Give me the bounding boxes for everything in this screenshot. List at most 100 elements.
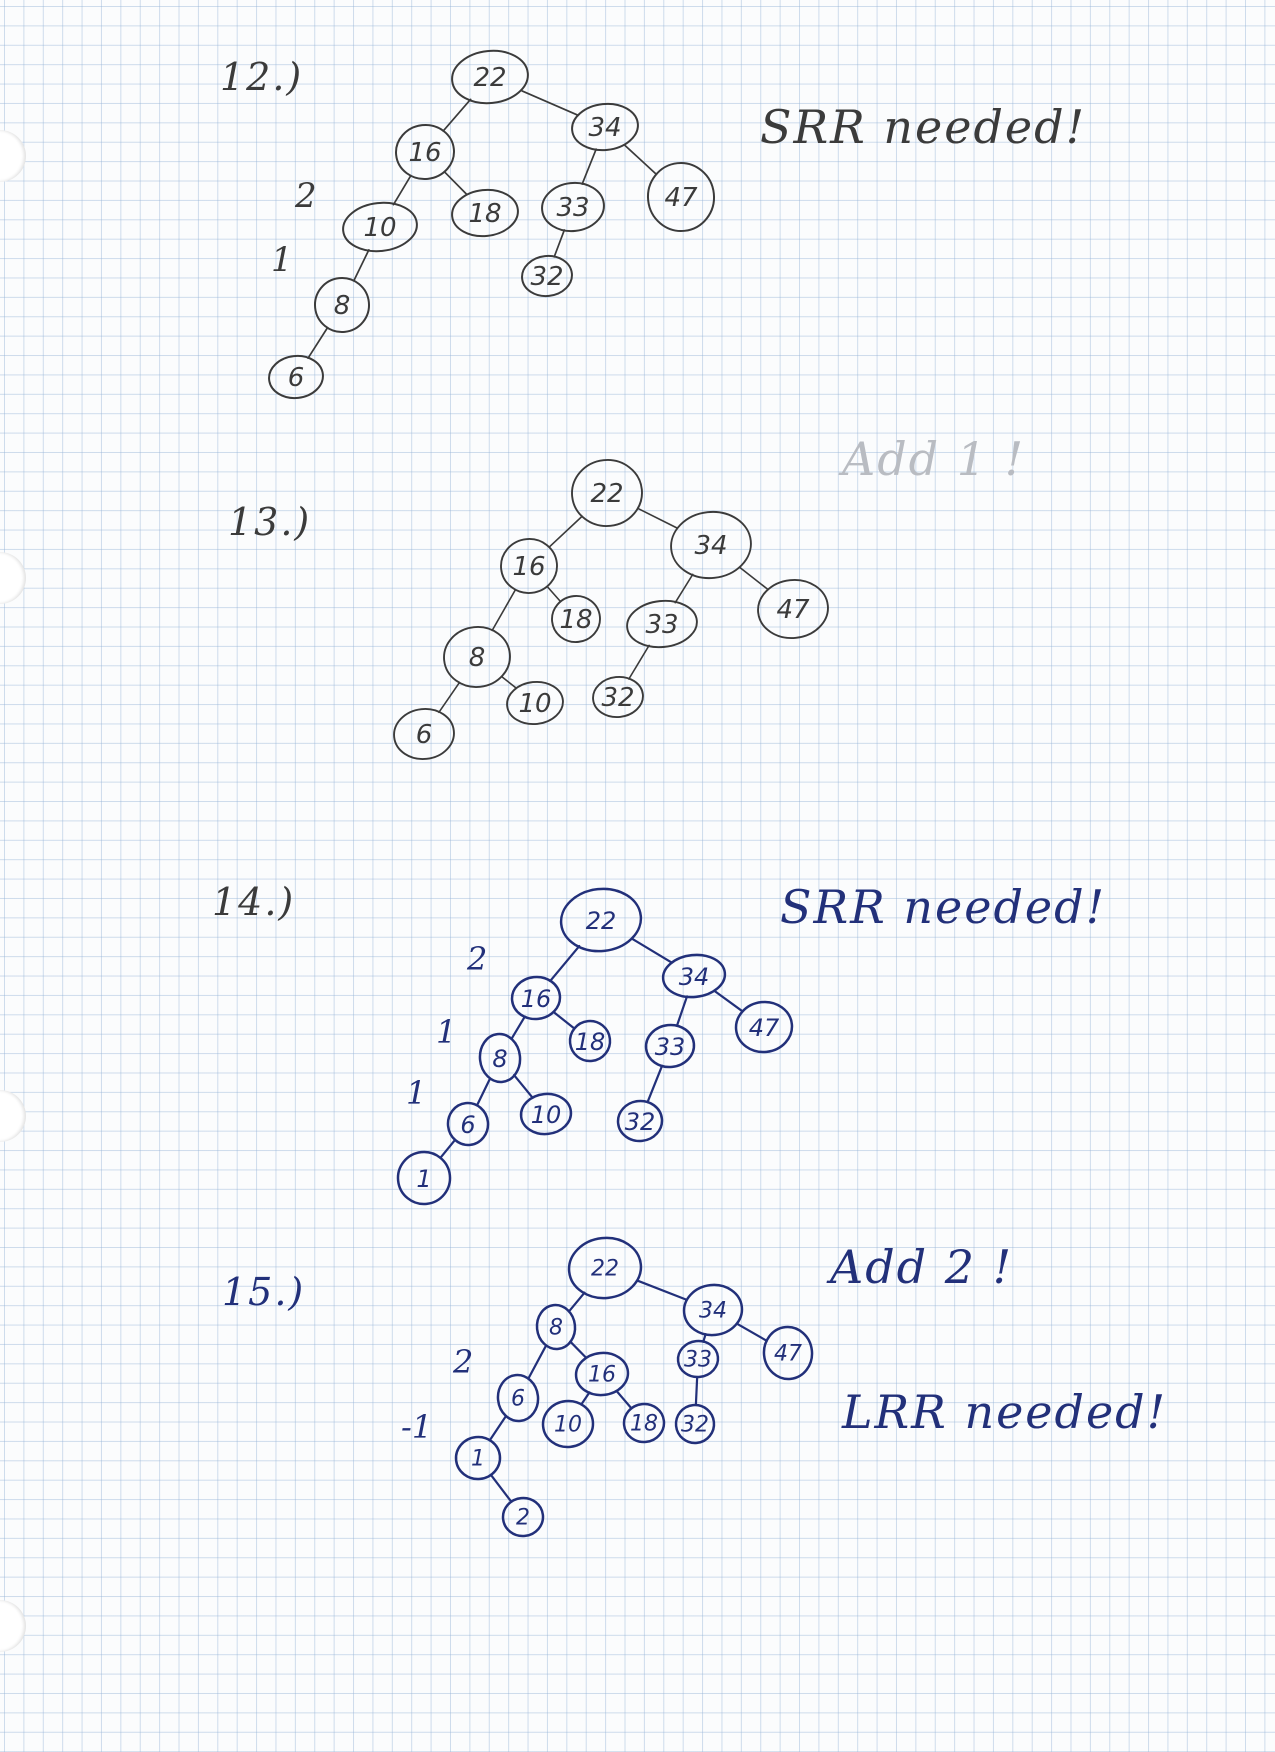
node-key: 32 [681, 1413, 709, 1438]
node-circle [451, 49, 529, 105]
tree-node-22: 22 [571, 459, 643, 527]
tree-edge-34-47 [624, 144, 658, 176]
node-circle [568, 1019, 612, 1063]
balance-factor: 1 [271, 240, 293, 280]
note-lrr-needed: LRR needed! [842, 1385, 1168, 1439]
tree-node-33: 33 [541, 181, 605, 233]
step-label-15: 15.) [222, 1270, 306, 1314]
tree-edge-8-10 [501, 675, 517, 689]
tree-node-10: 10 [342, 201, 418, 253]
node-circle [646, 162, 716, 232]
tree-edge-33-32 [628, 644, 650, 680]
tree-edge-8-10 [512, 1073, 534, 1099]
tree-node-34: 34 [661, 953, 727, 999]
tree-node-1: 1 [396, 1150, 452, 1206]
node-key: 32 [530, 262, 563, 292]
tree-node-8: 8 [535, 1303, 577, 1351]
node-key: 18 [468, 199, 501, 229]
node-circle [500, 538, 558, 594]
node-circle [314, 277, 370, 333]
node-circle [506, 680, 564, 726]
node-key: 47 [749, 1014, 780, 1042]
tree-edge-22-34 [521, 90, 578, 116]
tree-node-22: 22 [451, 49, 529, 105]
tree-edge-34-33 [581, 148, 597, 185]
node-key: 8 [492, 1045, 507, 1073]
node-circle [342, 201, 418, 253]
tree-node-32: 32 [674, 1403, 716, 1445]
node-key: 10 [531, 1101, 562, 1129]
node-circle [396, 1150, 452, 1206]
tree-node-33: 33 [676, 1339, 720, 1379]
node-circle [535, 1303, 577, 1351]
node-circle [626, 599, 698, 649]
node-key: 47 [776, 595, 810, 625]
node-circle [571, 459, 643, 527]
node-circle [446, 1101, 490, 1147]
tree-node-22: 22 [567, 1236, 643, 1300]
balance-factor: 1 [436, 1013, 456, 1051]
node-circle [519, 1092, 573, 1136]
node-key: 32 [625, 1108, 656, 1136]
tree-node-18: 18 [451, 188, 519, 238]
node-key: 1 [416, 1165, 431, 1193]
node-key: 33 [556, 193, 589, 223]
node-key: 6 [511, 1387, 525, 1412]
node-key: 16 [512, 552, 545, 582]
tree-node-1: 1 [454, 1435, 502, 1481]
node-key: 22 [473, 63, 506, 93]
note-add-2: Add 2 ! [830, 1240, 1014, 1294]
node-key: 8 [334, 291, 351, 321]
tree-edge-16-8 [510, 1015, 526, 1040]
tree-node-18: 18 [622, 1402, 666, 1444]
node-key: 10 [554, 1413, 582, 1438]
node-key: 6 [460, 1111, 475, 1139]
tree-edge-1-2 [489, 1473, 513, 1503]
tree-edge-16-18 [552, 1011, 576, 1030]
tree-edge-33-32 [646, 1064, 664, 1104]
tree-node-16: 16 [574, 1351, 630, 1397]
node-circle [395, 123, 455, 181]
node-circle [674, 1403, 716, 1445]
node-circle [501, 1496, 545, 1538]
tree-edge-16-18 [546, 585, 562, 603]
node-circle [682, 1283, 744, 1337]
node-key: 33 [655, 1033, 686, 1061]
tree-node-32: 32 [616, 1099, 664, 1143]
node-key: 16 [408, 138, 441, 168]
node-circle [676, 1339, 720, 1379]
node-key: 34 [679, 963, 710, 991]
node-key: 18 [559, 605, 592, 635]
node-key: 22 [591, 1257, 619, 1282]
node-circle [644, 1023, 696, 1069]
tree-node-47: 47 [646, 162, 716, 232]
note-srr-needed: SRR needed! [780, 880, 1107, 934]
tree-edge-6-1 [488, 1415, 507, 1442]
node-circle [571, 102, 639, 152]
node-circle [567, 1236, 643, 1300]
tree-node-8: 8 [478, 1032, 522, 1084]
node-key: 33 [645, 610, 678, 640]
node-key: 32 [601, 683, 634, 713]
tree-edge-22-16 [442, 98, 472, 132]
tree-edge-6-1 [439, 1138, 457, 1159]
tree-node-6: 6 [496, 1373, 540, 1423]
tree-node-22: 22 [559, 887, 643, 953]
node-key: 6 [416, 720, 433, 750]
tree-edge-8-6 [475, 1077, 492, 1107]
node-key: 1 [471, 1447, 485, 1472]
node-circle [661, 953, 727, 999]
tree-node-10: 10 [506, 680, 564, 726]
node-key: 22 [590, 479, 623, 509]
node-circle [757, 578, 829, 640]
tree-edge-8-6 [307, 326, 329, 360]
node-key: 10 [363, 213, 396, 243]
tree-node-18: 18 [568, 1019, 612, 1063]
tree-edge-16-18 [443, 171, 468, 195]
node-circle [454, 1435, 502, 1481]
tree-edge-34-47 [714, 990, 744, 1013]
tree-node-16: 16 [395, 123, 455, 181]
node-key: 47 [774, 1342, 802, 1367]
